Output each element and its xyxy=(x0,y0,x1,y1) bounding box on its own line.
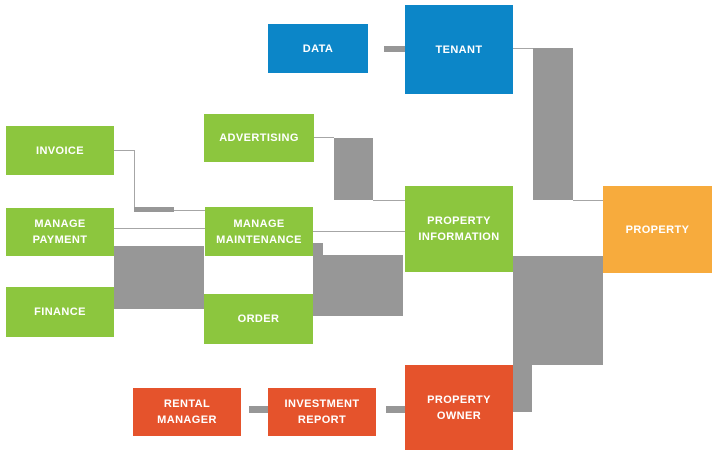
connector-bar-propowner-tail xyxy=(513,365,532,412)
connector-line-maintenance-propinfo xyxy=(313,231,405,232)
connector-line-elbow-to-maintenance xyxy=(174,210,205,211)
node-investment-report[interactable]: INVESTMENT REPORT xyxy=(268,388,376,436)
node-label-property-information: PROPERTY INFORMATION xyxy=(418,215,500,243)
node-invoice[interactable]: INVOICE xyxy=(6,126,114,175)
node-finance[interactable]: FINANCE xyxy=(6,287,114,337)
connector-bar-investment-owner xyxy=(386,406,405,413)
node-advertising[interactable]: ADVERTISING xyxy=(204,114,314,162)
node-label-data: DATA xyxy=(302,42,334,55)
connector-bar-advertising-drop xyxy=(334,138,373,200)
node-label-invoice: INVOICE xyxy=(35,144,85,157)
node-label-property: PROPERTY xyxy=(625,223,690,236)
node-label-advertising: ADVERTISING xyxy=(219,132,299,144)
connector-bar-payment-order-block xyxy=(114,246,204,309)
node-tenant[interactable]: TENANT xyxy=(405,5,513,94)
node-label-investment-report: INVESTMENT REPORT xyxy=(284,398,360,426)
connector-line-tenant-to-bar xyxy=(513,48,533,49)
connector-bar-data-tenant xyxy=(384,46,405,52)
connector-bar-invoice-elbow xyxy=(134,207,174,212)
connector-bar-rental-investment xyxy=(249,406,268,413)
connector-bar-propinfo-property xyxy=(513,256,603,365)
node-data[interactable]: DATA xyxy=(268,24,368,73)
connector-line-invoice-right xyxy=(113,150,134,151)
node-manage-maintenance[interactable]: MANAGE MAINTENANCE xyxy=(205,207,313,256)
connector-line-invoice-down xyxy=(134,150,135,207)
node-label-rental-manager: RENTAL MANAGER xyxy=(157,398,217,426)
node-rental-manager[interactable]: RENTAL MANAGER xyxy=(133,388,241,436)
node-label-manage-payment: MANAGE PAYMENT xyxy=(32,218,88,246)
node-property[interactable]: PROPERTY xyxy=(603,186,712,273)
connector-bar-maintenance-block xyxy=(313,255,403,316)
connector-bar-maintenance-notch xyxy=(313,243,323,255)
connector-line-bar-to-propinfo xyxy=(373,200,405,201)
node-property-owner[interactable]: PROPERTY OWNER xyxy=(405,365,513,450)
node-label-property-owner: PROPERTY OWNER xyxy=(427,393,491,422)
node-label-manage-maintenance: MANAGE MAINTENANCE xyxy=(216,217,302,246)
node-label-tenant: TENANT xyxy=(435,43,483,56)
connector-line-bar-to-property xyxy=(573,200,603,201)
node-label-finance: FINANCE xyxy=(34,306,86,318)
connector-line-advertising-to-bar xyxy=(314,137,334,138)
node-property-information[interactable]: PROPERTY INFORMATION xyxy=(405,186,513,272)
node-label-order: ORDER xyxy=(237,313,280,325)
node-order[interactable]: ORDER xyxy=(204,294,313,344)
node-manage-payment[interactable]: MANAGE PAYMENT xyxy=(6,208,114,256)
connector-bar-tenant-drop xyxy=(533,48,573,200)
connector-line-payment-maintenance xyxy=(114,228,205,229)
